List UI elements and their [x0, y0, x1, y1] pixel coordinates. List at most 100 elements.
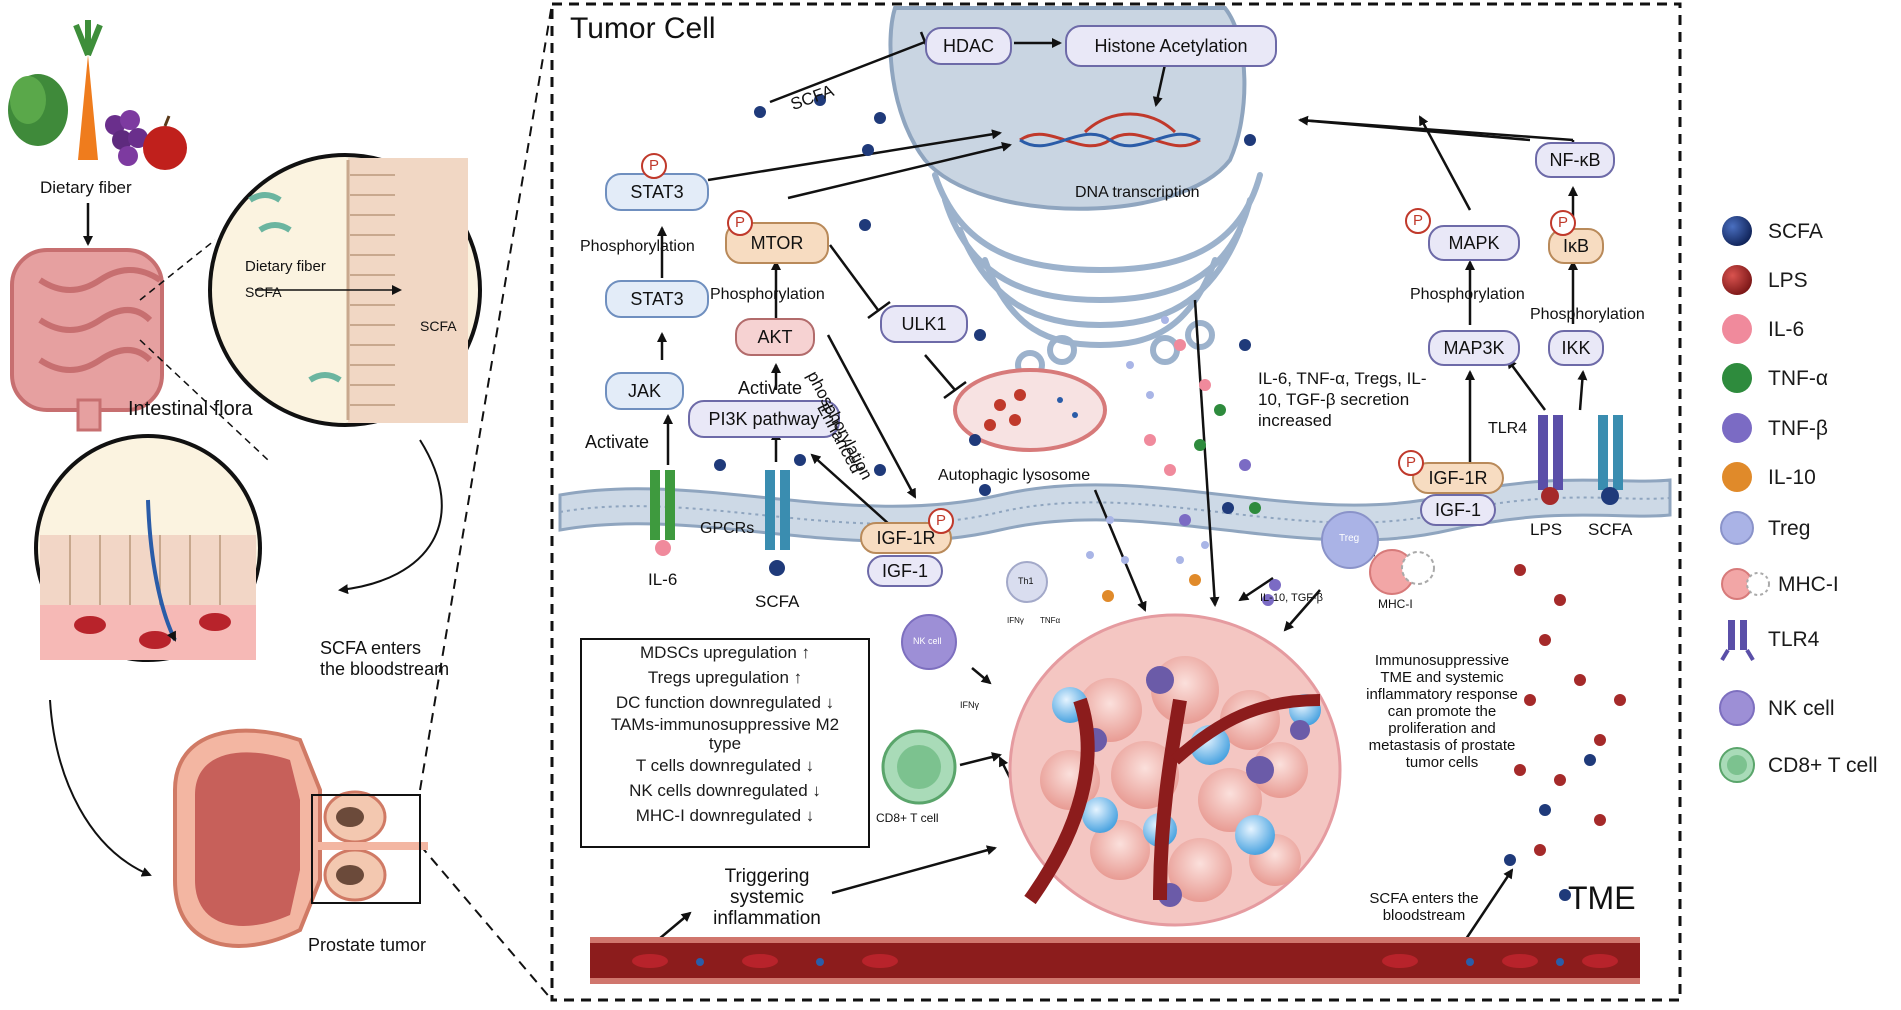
intestine-icon	[10, 248, 164, 432]
mapk-node: MAPK	[1428, 225, 1520, 261]
tnfb-molecule	[1179, 514, 1191, 526]
cell-membrane	[558, 478, 1672, 543]
scfa-right-label: SCFA	[1588, 520, 1633, 539]
th1-cell-icon	[1006, 561, 1048, 603]
scfa-molecule	[1504, 854, 1516, 866]
lps-molecule	[1514, 764, 1526, 776]
autophagic-lysosome-label: Autophagic lysosome	[938, 467, 1091, 484]
treg-cell-label: Treg	[1339, 533, 1360, 544]
legend-il10-label: IL-10	[1768, 466, 1816, 489]
lps-molecule	[1594, 814, 1606, 826]
ikk-node: IKK	[1548, 330, 1604, 366]
molecule-dots	[714, 94, 1626, 901]
mhc1-cell-label: MHC-I	[1378, 597, 1413, 611]
treg-molecule	[1106, 516, 1114, 524]
mapk-phospho-tag: P	[1405, 208, 1431, 234]
legend-icons	[1719, 216, 1770, 783]
cd8-cell-label: CD8+ T cell	[876, 811, 939, 825]
effect-tam-type: type	[708, 734, 742, 753]
bloodstream-zoom-circle	[34, 434, 262, 662]
scfa-molecule	[794, 454, 806, 466]
lps-molecule	[1534, 844, 1546, 856]
map3k-node: MAP3K	[1428, 330, 1520, 366]
ikb-node: IκB	[1548, 228, 1604, 264]
scfa-molecule	[969, 434, 981, 446]
legend-tlr4-label: TLR4	[1768, 628, 1820, 651]
ikb-phosphorylation-label: Phosphorylation	[1530, 306, 1645, 323]
scfa-molecule	[814, 94, 826, 106]
il6-molecule	[1199, 379, 1211, 391]
effect-treg: Tregs upregulation ↑	[647, 668, 803, 687]
lps-molecule	[1554, 774, 1566, 786]
tlr4-label: TLR4	[1488, 420, 1528, 437]
lps-molecule	[1539, 634, 1551, 646]
akt-node: AKT	[735, 318, 815, 356]
ifng-th1-label: IFNγ	[1007, 616, 1024, 625]
immune-effects-box: MDSCs upregulation ↑ Tregs upregulation …	[580, 638, 870, 848]
dna-icon	[1019, 112, 1201, 148]
pi3k-pathway-node: PI3K pathway	[688, 400, 840, 438]
scfa-molecule	[859, 219, 871, 231]
tlr4-receptor-icon	[1538, 415, 1563, 505]
intestinal-zoom-circle	[208, 153, 482, 427]
gpcr-receptor-icon	[765, 470, 790, 576]
effect-tcell: T cells downregulated ↓	[635, 756, 815, 775]
lps-molecule	[1524, 694, 1536, 706]
tnfa-molecule	[1249, 502, 1261, 514]
scfa-molecule	[874, 464, 886, 476]
scfa-molecule	[1239, 339, 1251, 351]
legend-cd8-label: CD8+ T cell	[1768, 754, 1878, 777]
scfa-molecule	[754, 106, 766, 118]
il6-molecule	[1164, 464, 1176, 476]
histone-acetylation-node: Histone Acetylation	[1065, 25, 1277, 67]
tnfa-molecule	[1214, 404, 1226, 416]
intestinal-flora-label: Intestinal flora	[128, 398, 253, 420]
scfa-receptor-icon	[1598, 415, 1623, 505]
scfa-molecule	[1584, 754, 1596, 766]
stat3-node: STAT3	[605, 280, 709, 318]
igf1-right-node: IGF-1	[1420, 494, 1496, 526]
tme-scfa-bloodstream-label: SCFA enters the bloodstream	[1369, 890, 1479, 925]
lps-molecule	[1614, 694, 1626, 706]
legend-tnfb-label: TNF-β	[1768, 417, 1828, 440]
zoom-scfa-label-2: SCFA	[420, 318, 457, 334]
scfa-molecule	[1539, 804, 1551, 816]
autophagic-lysosome-icon	[953, 368, 1107, 452]
zoom-line-top	[419, 3, 553, 791]
endoplasmic-reticulum	[932, 172, 1263, 380]
scfa-gpcr-label: SCFA	[755, 592, 800, 611]
treg-molecule	[1176, 556, 1184, 564]
tme-title: TME	[1568, 880, 1636, 916]
igf1r-right-node: IGF-1R	[1412, 462, 1504, 494]
treg-cell-icon	[1321, 511, 1379, 569]
effect-nk: NK cells downregulated ↓	[629, 781, 821, 800]
igf1-left-node: IGF-1	[867, 555, 943, 587]
tnfa-th1-label: TNFα	[1040, 616, 1061, 625]
legend-treg-label: Treg	[1768, 517, 1811, 540]
tnfb-molecule	[1239, 459, 1251, 471]
treg-molecule	[1121, 556, 1129, 564]
nk-cell-icon	[901, 614, 957, 670]
prostate-tumor-label: Prostate tumor	[308, 935, 427, 955]
scfa-molecule	[1244, 134, 1256, 146]
il6-molecule	[1144, 434, 1156, 446]
effect-tam: TAMs-immunosuppressive M2	[610, 715, 840, 734]
effect-mhc1: MHC-I downregulated ↓	[635, 806, 815, 825]
scfa-bloodstream-label: SCFA enters the bloodstream	[320, 638, 450, 679]
treg-molecule	[1126, 361, 1134, 369]
blood-vessel	[590, 937, 1640, 984]
tnfb-molecule	[1262, 594, 1274, 606]
mtor-phosphorylation-label: Phosphorylation	[710, 286, 825, 303]
zoom-scfa-label-1: SCFA	[245, 284, 282, 300]
th1-cell-label: Th1	[1018, 576, 1034, 586]
mtor-phospho-tag: P	[727, 210, 753, 236]
scfa-molecule	[1559, 889, 1571, 901]
scfa-molecule	[974, 329, 986, 341]
stat3-phospho-tag: P	[641, 153, 667, 179]
scfa-molecule	[874, 112, 886, 124]
lps-molecule	[1594, 734, 1606, 746]
effect-dc: DC function downregulated ↓	[615, 693, 835, 712]
il6-molecule	[1174, 339, 1186, 351]
lps-molecule	[1574, 674, 1586, 686]
